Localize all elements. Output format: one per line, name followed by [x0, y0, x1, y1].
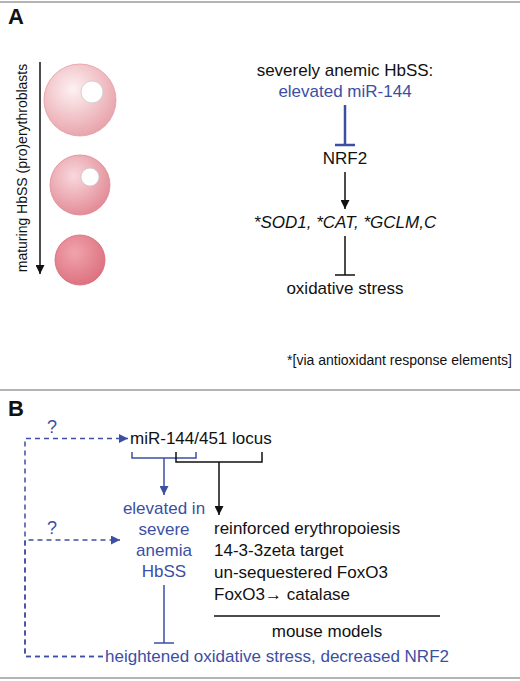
- finding-list: reinforced erythropoiesis14-3-3zeta targ…: [214, 518, 464, 606]
- node-text: elevated in severe anemia HbSS: [122, 498, 206, 582]
- panel-letter: A: [8, 4, 24, 30]
- locus-bracket: [132, 452, 196, 458]
- erythroblast-cell: [50, 155, 110, 215]
- edge-label: ?: [47, 417, 57, 438]
- locus-text: miR-144/451 locus: [130, 428, 290, 449]
- proerythroblast-cell: [44, 64, 116, 136]
- node-text: elevated miR-144: [235, 81, 455, 102]
- arrow-connector: [163, 458, 165, 495]
- node-text: NRF2: [295, 148, 395, 169]
- arrow-connector: [218, 462, 220, 515]
- cell-nucleus: [81, 168, 99, 186]
- group-caption: mouse models: [272, 622, 383, 642]
- enucleated-cell: [55, 235, 105, 285]
- panel-rule: [0, 677, 520, 679]
- panel-rule: [0, 389, 520, 391]
- maturation-arrow: [39, 62, 41, 274]
- inhibition-connector: [335, 236, 355, 275]
- node-text: *SOD1, *CAT, *GCLM,C: [235, 212, 455, 233]
- regulator-text: severely anemic HbSS:elevated miR-144: [235, 60, 455, 102]
- node-text: un-sequestered FoxO3: [214, 562, 464, 584]
- feedback-text: heightened oxidative stress, decreased N…: [105, 646, 505, 667]
- footnote: *[via antioxidant response elements]: [287, 352, 512, 368]
- edge-label: ?: [47, 518, 57, 539]
- node-text: oxidative stress: [235, 278, 455, 299]
- node-text: FoxO3→ catalase: [214, 584, 464, 606]
- node-text: miR-144/451 locus: [130, 428, 290, 449]
- axis-note: maturing HbSS (pro)erythroblasts: [14, 64, 30, 273]
- node-text: reinforced erythropoiesis: [214, 518, 464, 540]
- inhibition-connector: [154, 585, 174, 643]
- locus-bracket: [176, 452, 262, 462]
- arrow-connector: [344, 172, 346, 209]
- outcome-text: oxidative stress: [235, 278, 455, 299]
- factor-text: NRF2: [295, 148, 395, 169]
- group-rule: [214, 615, 440, 617]
- inhibition-connector: [335, 105, 355, 145]
- cell-nucleus: [81, 81, 103, 103]
- feedback-connector: [25, 540, 120, 657]
- node-text: heightened oxidative stress, decreased N…: [105, 646, 505, 667]
- panel-letter: B: [8, 396, 24, 422]
- node-text: 14-3-3zeta target: [214, 540, 464, 562]
- target-genes-text: *SOD1, *CAT, *GCLM,C: [235, 212, 455, 233]
- node-text: severely anemic HbSS:: [235, 60, 455, 81]
- state-text: elevated in severe anemia HbSS: [122, 498, 206, 582]
- panel-rule: [0, 1, 520, 3]
- feedback-connector: [25, 439, 128, 657]
